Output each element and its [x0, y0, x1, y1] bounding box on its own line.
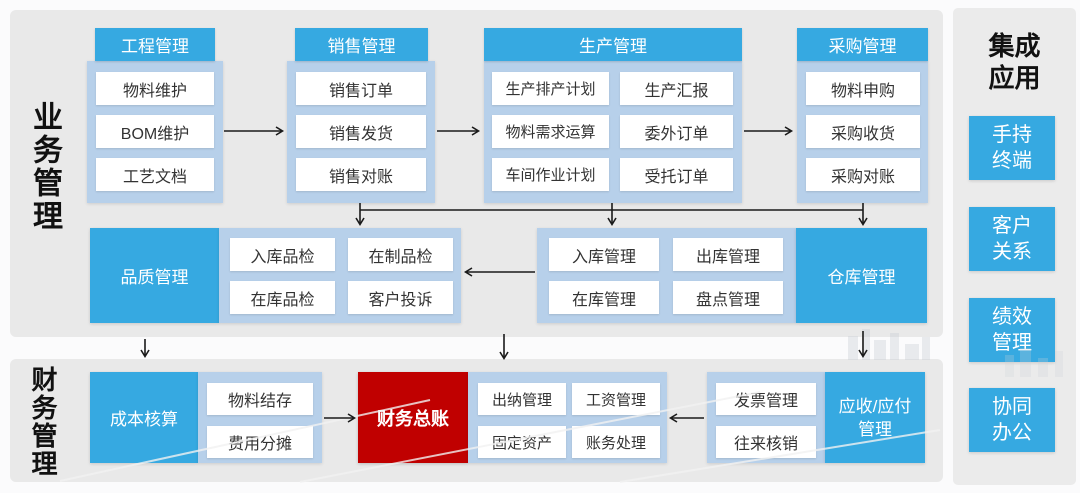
flow-item: 发票管理	[716, 383, 816, 415]
flow-item: 盘点管理	[673, 281, 783, 314]
flow-item: 账务处理	[572, 426, 660, 458]
quality-management-box: 品质管理	[90, 228, 219, 323]
production-header: 生产管理	[484, 28, 742, 61]
flow-item: 销售发货	[296, 115, 426, 148]
flow-item: 生产汇报	[620, 72, 733, 105]
flow-item: 物料结存	[207, 383, 313, 415]
flow-item: 生产排产计划	[492, 72, 609, 105]
sales-header: 销售管理	[295, 28, 428, 61]
flow-item: 往来核销	[716, 426, 816, 458]
flow-item: 采购收货	[806, 115, 920, 148]
flow-item: 采购对账	[806, 158, 920, 191]
procurement-header: 采购管理	[797, 28, 928, 61]
flow-item: 在库管理	[549, 281, 659, 314]
cost-accounting-box: 成本核算	[90, 372, 198, 463]
flow-item: 工艺文档	[96, 158, 214, 191]
flow-item: 出库管理	[673, 238, 783, 271]
warehouse-management-box: 仓库管理	[796, 228, 927, 323]
collaborative-office-box: 协同 办公	[969, 388, 1055, 452]
business-management-label: 业务管理	[28, 101, 61, 233]
flow-item: BOM维护	[96, 115, 214, 148]
flow-item: 委外订单	[620, 115, 733, 148]
flow-item: 受托订单	[620, 158, 733, 191]
flow-item: 销售对账	[296, 158, 426, 191]
ar-ap-management-box: 应收/应付 管理	[825, 372, 925, 463]
flow-item: 固定资产	[478, 426, 566, 458]
flow-item: 工资管理	[572, 383, 660, 415]
flow-item: 车间作业计划	[492, 158, 609, 191]
flow-item: 物料申购	[806, 72, 920, 105]
flow-item: 物料维护	[96, 72, 214, 105]
general-ledger-box: 财务总账	[358, 372, 468, 463]
engineering-header: 工程管理	[95, 28, 215, 61]
flow-item: 费用分摊	[207, 426, 313, 458]
flow-item: 销售订单	[296, 72, 426, 105]
flow-item: 出纳管理	[478, 383, 566, 415]
finance-management-label: 财务管理	[28, 366, 58, 478]
integration-apps-title: 集成 应用	[988, 31, 1041, 93]
customer-relations-box: 客户 关系	[969, 207, 1055, 271]
flow-item: 在库品检	[230, 281, 335, 314]
flow-item: 物料需求运算	[492, 115, 609, 148]
performance-management-box: 绩效 管理	[969, 298, 1055, 362]
flow-item: 入库管理	[549, 238, 659, 271]
handheld-terminal-box: 手持 终端	[969, 116, 1055, 180]
flow-item: 在制品检	[348, 238, 453, 271]
flow-item: 客户投诉	[348, 281, 453, 314]
flow-item: 入库品检	[230, 238, 335, 271]
